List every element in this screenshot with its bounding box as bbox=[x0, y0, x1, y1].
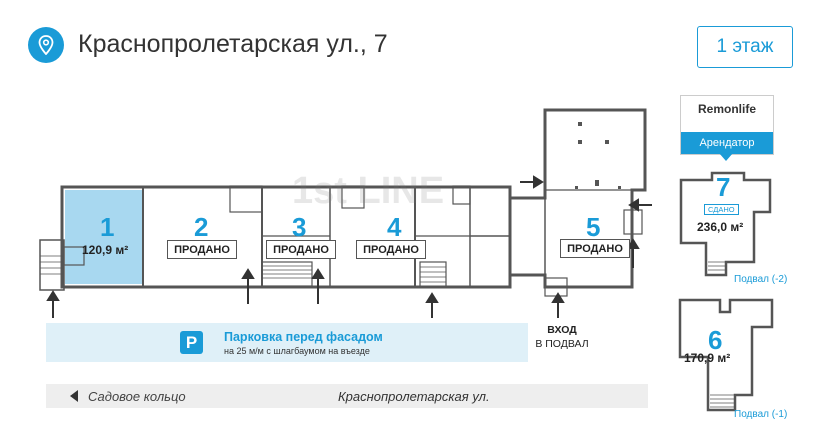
unit-3-number: 3 bbox=[292, 212, 307, 242]
tenant-card[interactable]: Remonlife Арендатор bbox=[680, 95, 774, 155]
parking-title: Парковка перед фасадом bbox=[224, 330, 383, 344]
unit-5-status-badge: ПРОДАНО bbox=[560, 239, 630, 258]
page-title: Краснопролетарская ул., 7 bbox=[78, 30, 388, 58]
unit-5-number: 5 bbox=[586, 212, 601, 242]
floor-selector-button[interactable]: 1 этаж bbox=[697, 26, 793, 68]
tenant-label: Арендатор bbox=[681, 132, 773, 154]
parking-icon: P bbox=[180, 331, 203, 354]
tenant-pointer-icon bbox=[719, 153, 733, 161]
parking-subtitle: на 25 м/м с шлагбаумом на въезде bbox=[224, 346, 370, 356]
arrow-left-icon bbox=[70, 390, 78, 402]
unit-6-area-label: 170,9 м² bbox=[684, 351, 731, 365]
unit-7-status-badge: СДАНО bbox=[704, 204, 739, 215]
entrance-line-2: В ПОДВАЛ bbox=[535, 338, 589, 350]
ring-road-label: Садовое кольцо bbox=[88, 389, 186, 404]
unit-1-area-label: 120,9 м² bbox=[82, 243, 129, 257]
parking-banner: P Парковка перед фасадом на 25 м/м с шла… bbox=[46, 323, 528, 362]
unit-4-number: 4 bbox=[387, 212, 402, 242]
unit-7-level-link[interactable]: Подвал (-2) bbox=[734, 274, 788, 285]
basement-entrance-label: ВХОД В ПОДВАЛ bbox=[530, 323, 594, 351]
watermark: 1st LINE bbox=[292, 170, 445, 212]
unit-4-status-badge: ПРОДАНО bbox=[356, 240, 426, 259]
unit-2-number: 2 bbox=[194, 212, 209, 242]
tenant-logo: Remonlife bbox=[697, 102, 756, 116]
unit-1-area[interactable] bbox=[65, 190, 142, 284]
unit-6-level-link[interactable]: Подвал (-1) bbox=[734, 409, 788, 420]
unit-7-area-label: 236,0 м² bbox=[697, 220, 744, 234]
street-label: Краснопролетарская ул. bbox=[338, 389, 490, 404]
location-pin-icon bbox=[28, 27, 64, 63]
street-bar: Садовое кольцо Краснопролетарская ул. bbox=[46, 384, 648, 408]
unit-6-number: 6 bbox=[708, 325, 723, 355]
entrance-line-1: ВХОД bbox=[547, 324, 577, 336]
unit-1-number: 1 bbox=[100, 212, 115, 242]
unit-3-status-badge: ПРОДАНО bbox=[266, 240, 336, 259]
unit-7-number: 7 bbox=[716, 172, 731, 202]
unit-2-status-badge: ПРОДАНО bbox=[167, 240, 237, 259]
